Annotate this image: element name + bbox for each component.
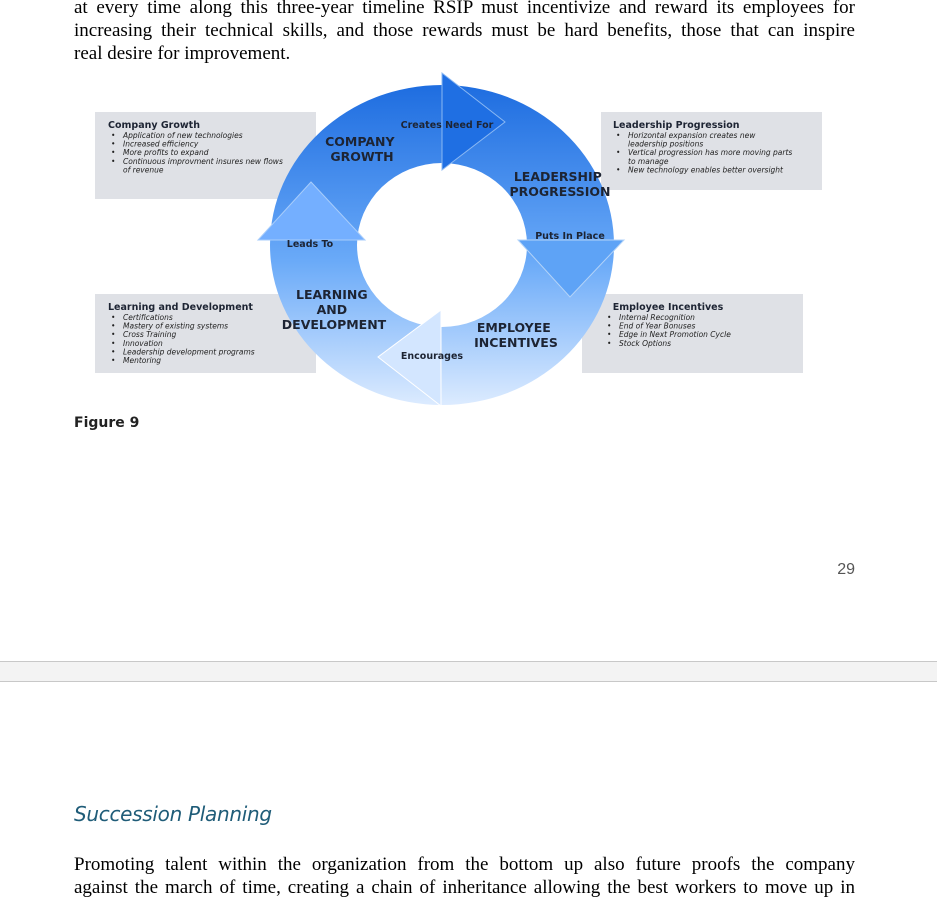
paragraph-line: real desire for improvement.	[74, 43, 291, 64]
bullet: •	[616, 131, 620, 140]
company-growth-box-content: Company Growth•Application of new techno…	[108, 120, 283, 174]
section-heading: Succession Planning	[74, 802, 272, 826]
box-title: Employee Incentives	[613, 302, 724, 313]
document-page-30: Succession Planning Promoting talent wit…	[0, 681, 937, 908]
stage-leadership-progression: LEADERSHIP PROGRESSION	[509, 169, 610, 199]
arrow-head-left	[256, 181, 367, 241]
box-list-item: Continuous improvment insures new flows	[123, 157, 283, 166]
employee-incentives-box	[582, 294, 803, 373]
arrow-head-right	[516, 239, 626, 298]
bullet: •	[111, 148, 115, 157]
box-list-item: Horizontal expansion creates new	[628, 131, 756, 140]
connector-encourages: Encourages	[401, 351, 464, 362]
box-list-item: Innovation	[123, 339, 163, 348]
learning-development-box-content: Learning and Development•Certifications•…	[108, 302, 255, 365]
box-list-item: More profits to expand	[123, 148, 209, 157]
company-growth-box	[95, 112, 316, 199]
bullet: •	[607, 313, 611, 322]
box-list-item: Internal Recognition	[619, 313, 695, 322]
arrow-head-bottom	[377, 309, 442, 408]
figure-caption: Figure 9	[74, 415, 140, 431]
box-list-item: Application of new technologies	[122, 131, 243, 140]
box-title: Company Growth	[108, 120, 200, 131]
arrow-head-top	[441, 71, 506, 172]
bullet: •	[111, 140, 115, 149]
box-list-item: leadership positions	[628, 140, 703, 149]
box-list-item: Leadership development programs	[123, 347, 255, 356]
bullet: •	[607, 330, 611, 339]
document-page-29: at every time along this three-year time…	[0, 0, 937, 662]
bullet: •	[111, 339, 115, 348]
body-paragraph: at every time along this three-year time…	[74, 0, 855, 65]
stage-employee-incentives: EMPLOYEE INCENTIVES	[474, 320, 558, 350]
box-title: Leadership Progression	[613, 120, 740, 131]
bullet: •	[607, 322, 611, 331]
box-list-item: to manage	[628, 157, 669, 166]
box-list-item: Stock Options	[619, 339, 671, 348]
bullet: •	[111, 131, 115, 140]
paragraph-line: at every time along this three-year time…	[74, 0, 855, 18]
bullet: •	[111, 356, 115, 365]
employee-incentives-box-content: Employee Incentives•Internal Recognition…	[607, 302, 731, 348]
box-list-item: End of Year Bonuses	[619, 322, 695, 331]
leadership-progression-box-content: Leadership Progression•Horizontal expans…	[613, 120, 792, 174]
page-number: 29	[837, 561, 855, 578]
box-list-item: of revenue	[123, 165, 164, 174]
box-list-item: Mentoring	[123, 356, 161, 365]
cycle-ring	[270, 85, 614, 405]
connector-creates-need-for: Creates Need For	[401, 120, 494, 131]
bullet: •	[111, 322, 115, 331]
career-cycle-diagram: COMPANY GROWTH LEADERSHIP PROGRESSION EM…	[95, 71, 822, 408]
box-list-item: New technology enables better oversight	[628, 165, 784, 174]
box-list-item: Cross Training	[123, 330, 176, 339]
bullet: •	[111, 313, 115, 322]
box-list-item: Edge in Next Promotion Cycle	[619, 330, 731, 339]
box-list-item: Vertical progression has more moving par…	[628, 148, 792, 157]
paragraph-line: increasing their technical skills, and t…	[74, 20, 855, 41]
body-paragraph: Promoting talent within the organization…	[74, 853, 855, 899]
box-title: Learning and Development	[108, 302, 253, 313]
bullet: •	[607, 339, 611, 348]
leadership-progression-box	[601, 112, 822, 190]
stage-learning-development: LEARNING AND DEVELOPMENT	[282, 287, 387, 332]
paragraph-line: Promoting talent within the organization…	[74, 854, 855, 875]
paragraph-line: against the march of time, creating a ch…	[74, 877, 855, 898]
connector-leads-to: Leads To	[287, 239, 334, 250]
bullet: •	[616, 165, 620, 174]
stage-company-growth: COMPANY GROWTH	[325, 134, 399, 164]
learning-development-box	[95, 294, 316, 373]
box-list-item: Certifications	[123, 313, 173, 322]
connector-puts-in-place: Puts In Place	[535, 231, 605, 242]
box-list-item: Mastery of existing systems	[123, 322, 228, 331]
box-list-item: Increased efficiency	[123, 140, 199, 149]
bullet: •	[111, 347, 115, 356]
bullet: •	[111, 157, 115, 166]
bullet: •	[616, 148, 620, 157]
bullet: •	[111, 330, 115, 339]
